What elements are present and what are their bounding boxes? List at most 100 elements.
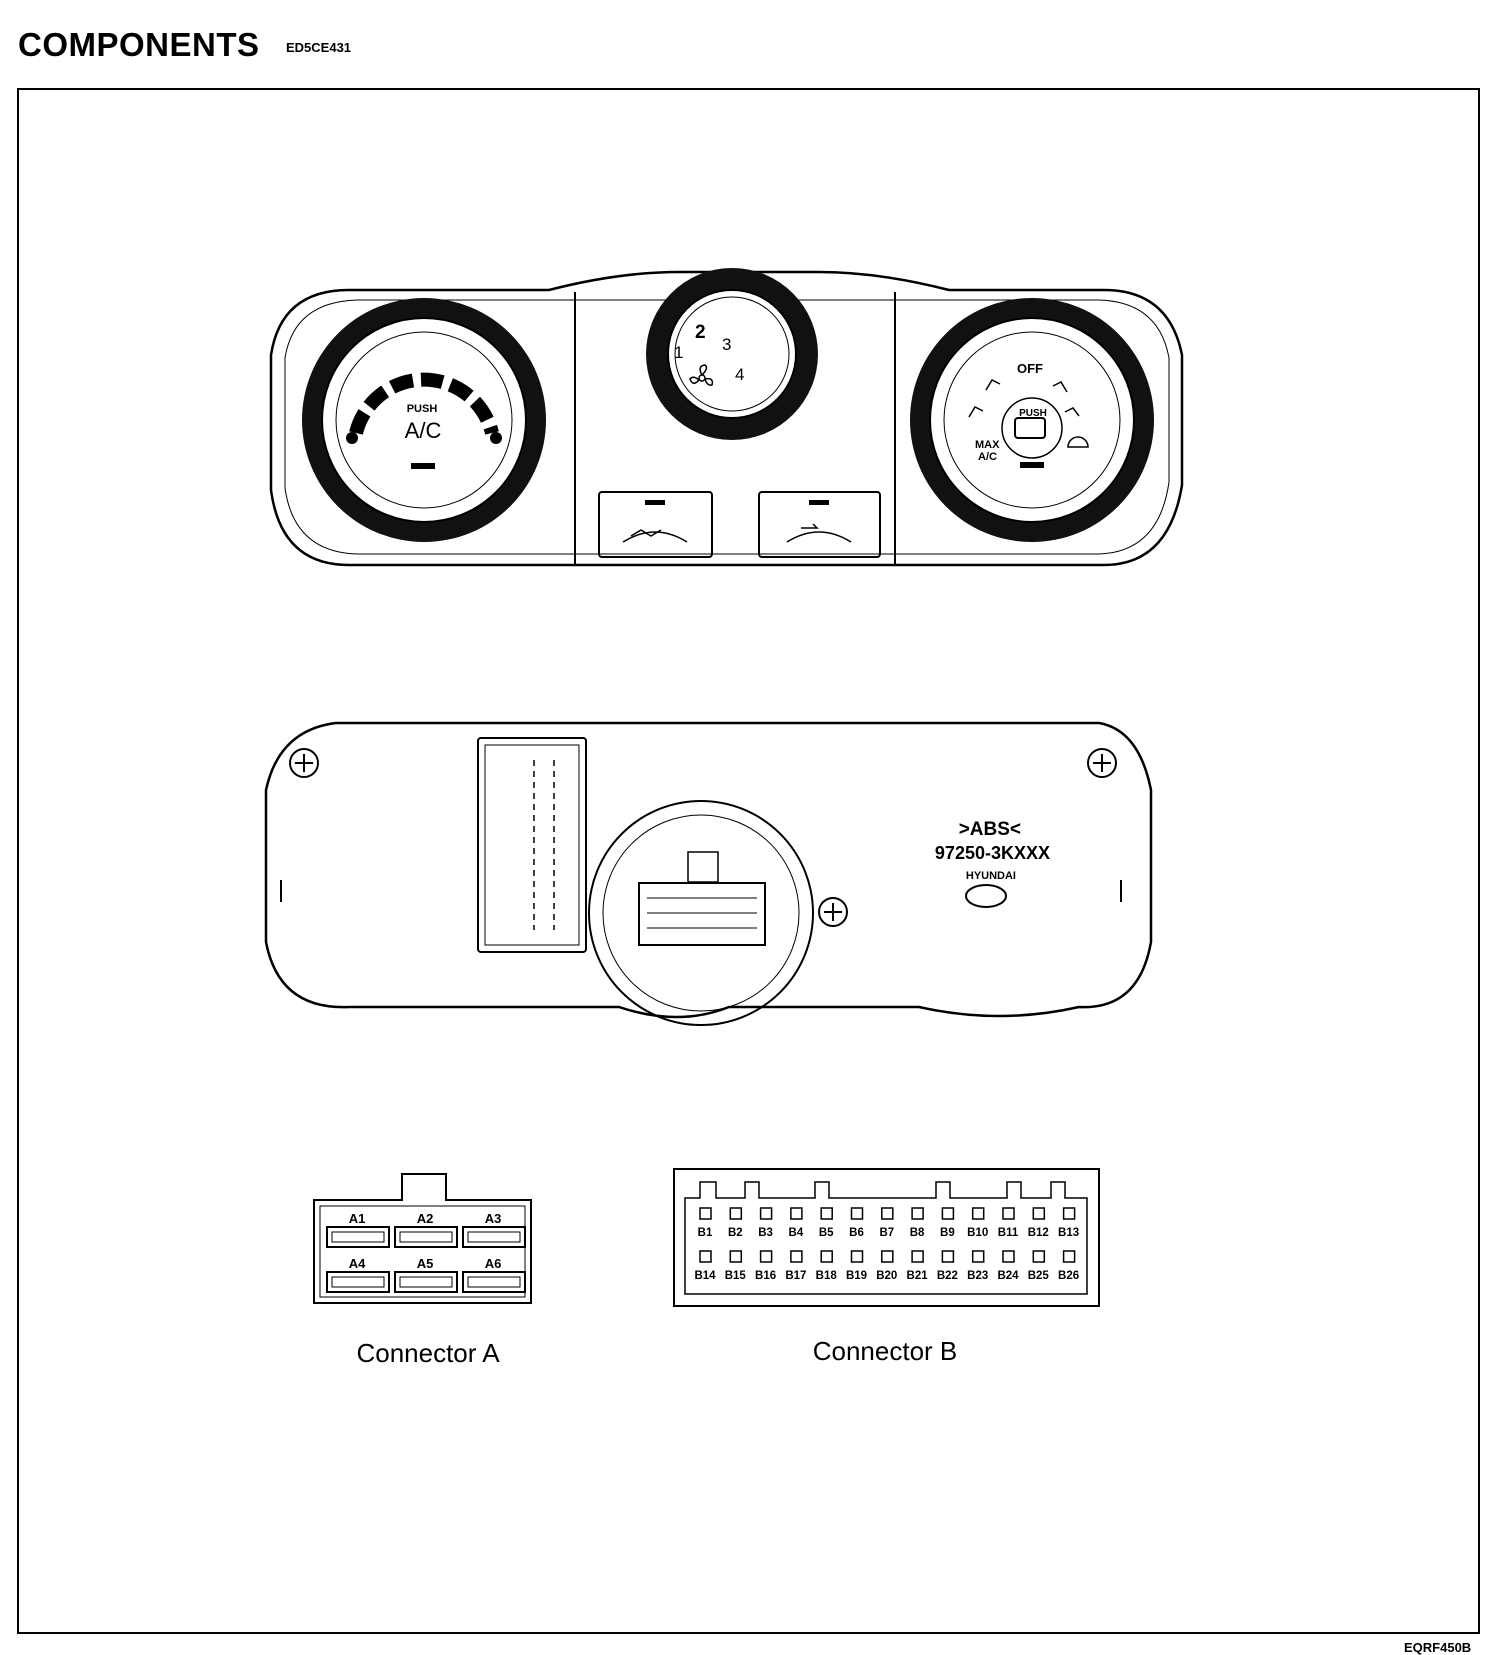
pin-label-b3: B3	[758, 1227, 773, 1239]
pin-label-b7: B7	[879, 1227, 894, 1239]
left-screw-icon	[289, 748, 319, 778]
bi-level-mode-icon	[968, 406, 984, 418]
pin-contact-a4	[331, 1276, 385, 1288]
fan-speed-3: 3	[722, 335, 731, 354]
pin-slot-b18	[820, 1250, 833, 1263]
pin-label-b24: B24	[997, 1270, 1019, 1282]
pin-label-b2: B2	[728, 1227, 743, 1239]
right-screw-icon	[1087, 748, 1117, 778]
pin-slot-a3	[462, 1226, 526, 1248]
pin-label-a6: A6	[485, 1256, 502, 1271]
pin-label-b21: B21	[907, 1270, 929, 1282]
connector-a-caption: Connector A	[356, 1338, 500, 1368]
pin-label-b6: B6	[849, 1227, 864, 1239]
pin-slot-b3	[759, 1207, 773, 1220]
pin-slot-b17	[790, 1250, 803, 1263]
brand-name: HYUNDAI	[966, 870, 1016, 882]
ac-label: A/C	[405, 418, 442, 443]
pin-slot-b6	[850, 1207, 864, 1220]
pin-label-a4: A4	[349, 1256, 366, 1271]
pin-slot-b8	[911, 1207, 924, 1220]
pin-slot-b7	[881, 1207, 894, 1220]
pin-slot-b23	[971, 1250, 985, 1263]
mode-off-label: OFF	[1017, 361, 1043, 376]
pin-contact-a6	[467, 1276, 521, 1288]
pin-contact-a3	[467, 1231, 521, 1243]
pin-label-b22: B22	[937, 1270, 958, 1282]
components-diagram: PUSH A/C 1 2 3 4	[264, 268, 1184, 1368]
figure-code: EQRF450B	[1404, 1640, 1472, 1655]
pin-label-b5: B5	[819, 1227, 834, 1239]
pin-slot-b16	[759, 1250, 773, 1263]
recirculation-button[interactable]	[598, 491, 713, 558]
pin-slot-b21	[911, 1250, 924, 1263]
pin-slot-a4	[326, 1271, 390, 1293]
recirculation-icon	[622, 529, 688, 543]
pin-slot-b5	[820, 1207, 833, 1220]
mode-knob[interactable]: OFF PUSH MAX A/C	[910, 298, 1154, 542]
fresh-air-button[interactable]	[758, 491, 881, 558]
pin-slot-a1	[326, 1226, 390, 1248]
fan-icon	[689, 364, 714, 386]
pin-slot-a6	[462, 1271, 526, 1293]
fan-speed-1: 1	[674, 343, 683, 362]
diagram-frame: PUSH A/C 1 2 3 4	[17, 88, 1480, 1634]
pin-label-a5: A5	[417, 1256, 434, 1271]
pin-slot-a2	[394, 1226, 458, 1248]
pin-slot-b26	[1062, 1250, 1076, 1263]
pin-slot-b1	[699, 1207, 712, 1220]
pin-slot-a5	[394, 1271, 458, 1293]
pin-slot-b10	[971, 1207, 985, 1220]
control-panel-front: PUSH A/C 1 2 3 4	[269, 268, 1184, 567]
connector-b-caption: Connector B	[813, 1336, 958, 1366]
pin-slot-b19	[850, 1250, 864, 1263]
section-code: ED5CE431	[286, 40, 352, 55]
pin-label-b8: B8	[910, 1227, 925, 1239]
max-label: MAX	[975, 439, 1000, 451]
pin-label-b18: B18	[816, 1270, 838, 1282]
pin-contact-a2	[399, 1231, 453, 1243]
temperature-knob[interactable]: PUSH A/C	[302, 298, 546, 542]
pin-slot-b13	[1062, 1207, 1076, 1220]
pin-label-b9: B9	[940, 1227, 955, 1239]
page-title: COMPONENTS	[18, 26, 260, 63]
pin-label-b14: B14	[694, 1270, 716, 1282]
ac-push-label: PUSH	[407, 403, 438, 415]
pin-label-b10: B10	[967, 1227, 988, 1239]
pin-label-b11: B11	[998, 1227, 1019, 1239]
pin-label-b26: B26	[1058, 1270, 1079, 1282]
pin-slot-b15	[729, 1250, 743, 1263]
pin-label-b1: B1	[698, 1227, 713, 1239]
fresh-air-icon	[786, 523, 852, 543]
pin-label-b12: B12	[1028, 1227, 1049, 1239]
pin-label-b17: B17	[785, 1270, 806, 1282]
max-ac-label: A/C	[978, 451, 997, 463]
pin-label-b15: B15	[725, 1270, 747, 1282]
mix-mode-icon	[1064, 407, 1080, 417]
floor-mode-icon	[1052, 381, 1068, 393]
pin-label-b20: B20	[876, 1270, 897, 1282]
pin-label-b16: B16	[755, 1270, 776, 1282]
pin-label-a1: A1	[349, 1211, 366, 1226]
pin-label-b4: B4	[789, 1227, 804, 1239]
abs-marking: >ABS<	[959, 819, 1021, 840]
pin-label-b25: B25	[1028, 1270, 1050, 1282]
pin-slot-b22	[941, 1250, 955, 1263]
pin-contact-a1	[331, 1231, 385, 1243]
pin-contact-a5	[399, 1276, 453, 1288]
side-screw-icon	[818, 897, 848, 927]
mode-push-label: PUSH	[1019, 408, 1047, 419]
pin-label-b23: B23	[967, 1270, 988, 1282]
fan-speed-2: 2	[695, 322, 706, 343]
pin-slot-b9	[941, 1207, 955, 1220]
pin-slot-b14	[699, 1250, 712, 1263]
pin-label-b13: B13	[1058, 1227, 1079, 1239]
control-panel-rear: >ABS< 97250-3KXXX HYUNDAI	[264, 721, 1153, 1026]
pin-slot-b4	[790, 1207, 803, 1220]
pin-slot-b25	[1032, 1250, 1046, 1263]
pin-slot-b12	[1032, 1207, 1046, 1220]
pin-label-b19: B19	[846, 1270, 867, 1282]
fan-speed-knob[interactable]: 1 2 3 4	[646, 268, 818, 440]
